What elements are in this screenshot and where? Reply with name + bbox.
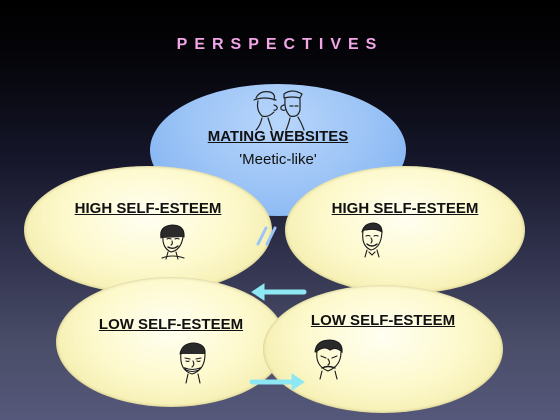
mating-websites-label: MATING WEBSITES xyxy=(207,128,349,145)
low-self-esteem-right-ellipse xyxy=(263,285,503,413)
high-self-esteem-left-ellipse xyxy=(24,166,272,294)
high-self-esteem-left-label: HIGH SELF-ESTEEM xyxy=(74,200,222,217)
man-grimacing-icon xyxy=(174,340,212,384)
slide-title: PERSPECTIVES xyxy=(176,36,384,53)
mating-websites-sublabel: 'Meetic-like' xyxy=(239,151,317,168)
low-self-esteem-left-ellipse xyxy=(56,277,286,407)
arrow-left-icon xyxy=(248,282,308,302)
high-self-esteem-right-label: HIGH SELF-ESTEEM xyxy=(331,200,479,217)
low-self-esteem-left-label: LOW SELF-ESTEEM xyxy=(98,316,244,333)
kissing-couple-icon xyxy=(250,88,308,132)
woman-smiling-icon xyxy=(156,222,190,260)
man-smiling-icon xyxy=(356,220,388,258)
high-self-esteem-right-ellipse xyxy=(285,166,525,294)
man-frowning-icon xyxy=(310,338,348,380)
parallel-separator-icon xyxy=(250,224,284,248)
arrow-right-icon xyxy=(248,372,308,392)
low-self-esteem-right-label: LOW SELF-ESTEEM xyxy=(310,312,456,329)
